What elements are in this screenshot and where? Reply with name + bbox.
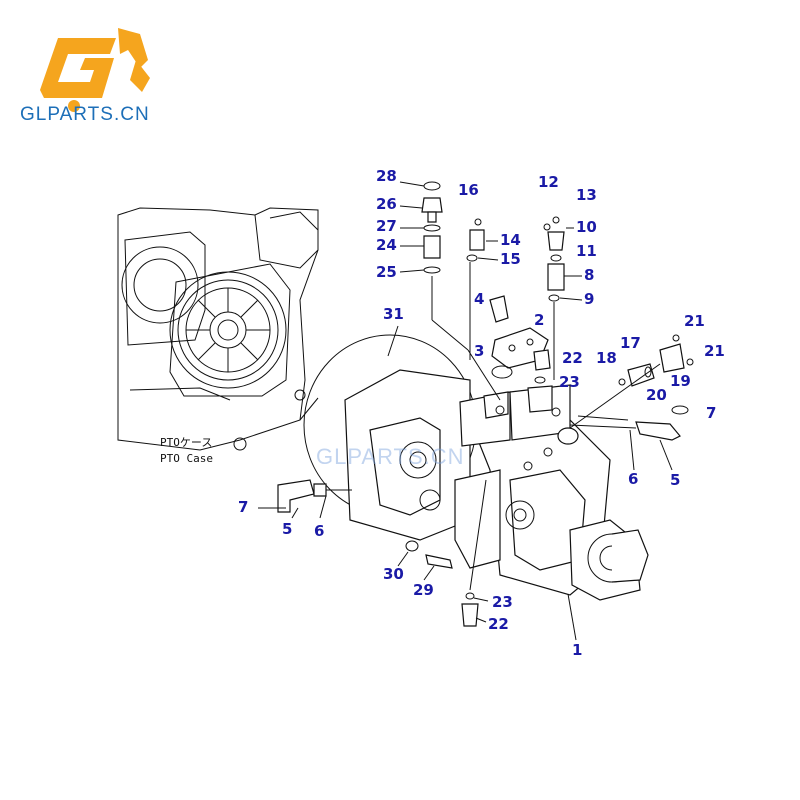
callout-3: 3 [474,342,484,360]
callout-26: 26 [376,195,397,213]
callout-25: 25 [376,263,397,281]
callout-11: 11 [576,242,597,260]
watermark-text: GLPARTS.CN [316,444,465,469]
callout-7-left: 7 [238,498,248,516]
glparts-logo-icon [40,28,150,112]
brand-name: GLPARTS.CN [20,104,150,125]
callout-30: 30 [383,565,404,583]
callout-6-right: 6 [628,470,638,488]
callout-29: 29 [413,581,434,599]
pto-case-label-en: PTO Case [160,452,213,465]
callout-28: 28 [376,167,397,185]
callout-20: 20 [646,386,667,404]
callout-5-left: 5 [282,520,292,538]
callout-12: 12 [538,173,559,191]
leader-lines [258,181,673,641]
callout-16: 16 [458,181,479,199]
fitting-group-right [569,334,694,441]
callout-10: 10 [576,218,597,236]
callout-23-bottom: 23 [492,593,513,611]
fitting-stack-left [421,181,501,401]
callout-24: 24 [376,236,397,254]
callout-21-a: 21 [684,312,705,330]
callout-31: 31 [383,305,404,323]
callout-14: 14 [500,231,521,249]
pto-case-outline [117,207,319,451]
callout-21-b: 21 [704,342,725,360]
callout-23-top: 23 [559,373,580,391]
callout-13: 13 [576,186,597,204]
callout-22-bottom: 22 [488,615,509,633]
callout-4: 4 [474,290,484,308]
elbow-fitting-left [277,479,352,513]
callout-18: 18 [596,349,617,367]
pto-case-label-jp: PTOケース [160,436,212,449]
part-callouts: 28 26 27 24 25 16 14 15 12 13 10 11 8 9 … [238,167,725,659]
fitting-stack-middle [466,218,509,360]
bolt-and-valve-bottom [405,349,551,627]
callout-27: 27 [376,217,397,235]
main-pump-assembly [344,327,649,601]
callout-5-right: 5 [670,471,680,489]
callout-19: 19 [670,372,691,390]
callout-15: 15 [500,250,521,268]
callout-1: 1 [572,641,582,659]
callout-8: 8 [584,266,594,284]
callout-2: 2 [534,311,544,329]
callout-22-top: 22 [562,349,583,367]
callout-9: 9 [584,290,594,308]
callout-7-right: 7 [706,404,716,422]
callout-17: 17 [620,334,641,352]
fitting-stack-right [543,216,565,380]
callout-6-left: 6 [314,522,324,540]
